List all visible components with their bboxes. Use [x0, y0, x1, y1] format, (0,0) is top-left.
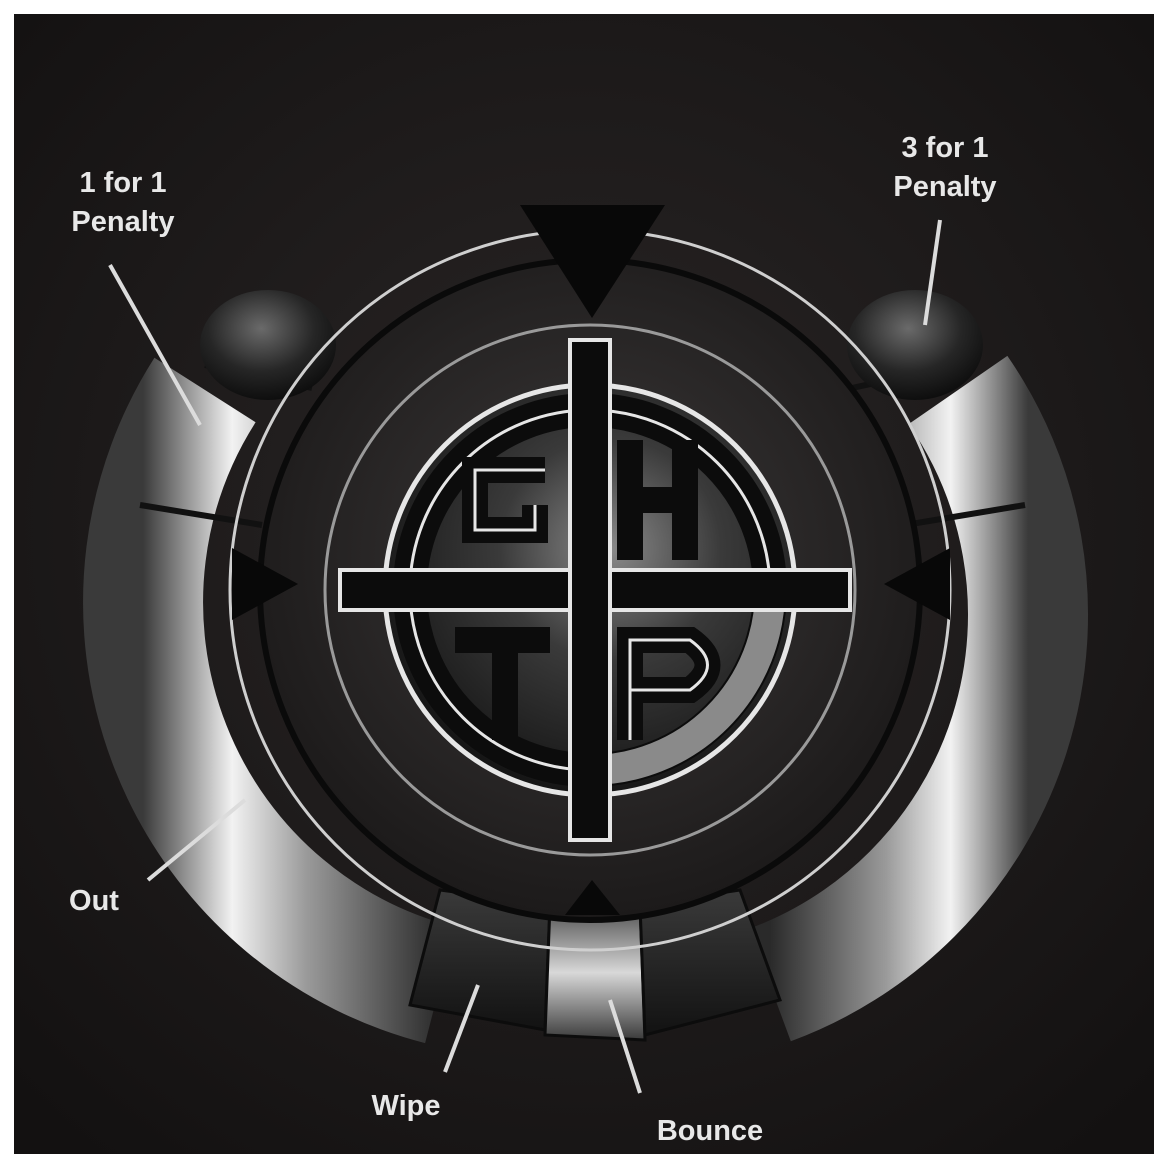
label-3-for-1-line2: Penalty [893, 171, 996, 203]
label-1-for-1-line1: 1 for 1 [79, 167, 166, 199]
bounce-segment [545, 905, 645, 1040]
right-cap [847, 290, 983, 400]
label-wipe: Wipe [371, 1090, 440, 1122]
left-cap [200, 290, 336, 400]
label-3-for-1-line1: 3 for 1 [901, 132, 988, 164]
label-bounce: Bounce [657, 1115, 763, 1147]
label-1-for-1-line2: Penalty [71, 206, 174, 238]
label-out: Out [69, 885, 119, 917]
